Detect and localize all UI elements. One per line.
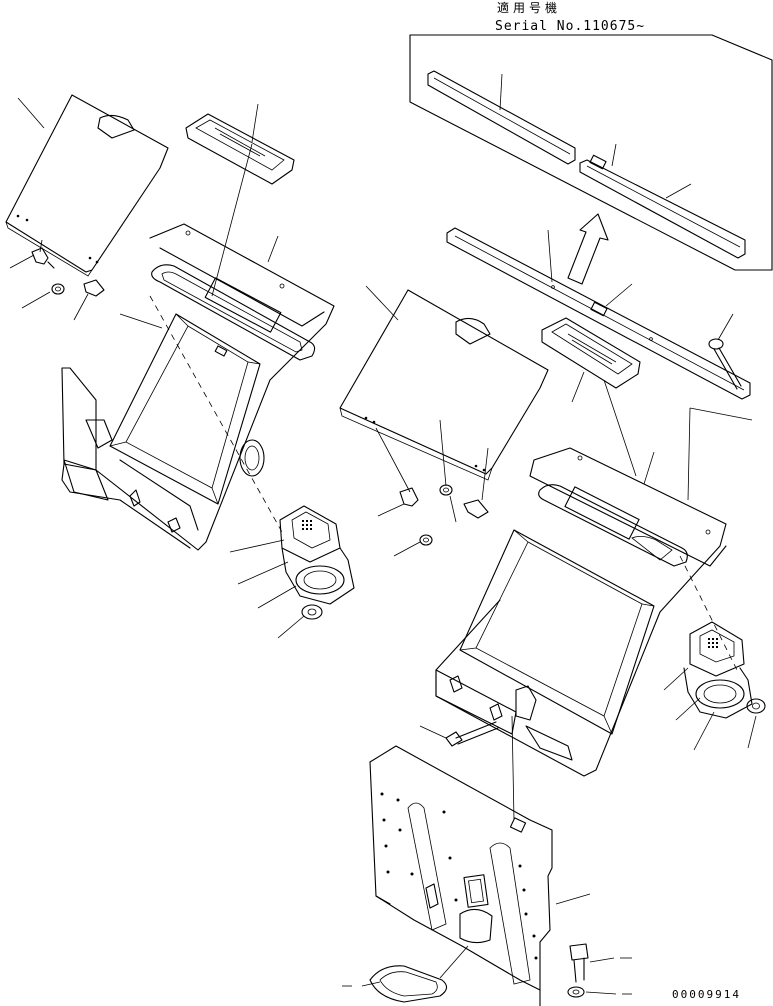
inset-rail-left bbox=[427, 70, 576, 165]
left-lid-cover bbox=[5, 94, 169, 277]
upper-trim-bar bbox=[446, 227, 751, 400]
serial-inset-box bbox=[409, 34, 773, 271]
left-blower-unit bbox=[229, 505, 355, 639]
bottom-bolt bbox=[569, 943, 632, 983]
bolt-lower-left bbox=[419, 715, 515, 821]
right-console-body bbox=[435, 407, 753, 777]
left-console-body bbox=[61, 223, 335, 551]
applicability-label: 適用号機 bbox=[497, 0, 561, 15]
serial-number-label: Serial No.110675~ bbox=[495, 19, 645, 34]
rear-panel bbox=[369, 745, 591, 1006]
right-lid-cover bbox=[339, 285, 549, 481]
bolt-upper-right bbox=[708, 313, 742, 390]
inset-rail-right bbox=[579, 154, 746, 259]
left-hinge-clips bbox=[9, 239, 105, 321]
right-blower-unit bbox=[663, 621, 766, 751]
bottom-grommet bbox=[342, 945, 469, 1003]
upgrade-arrow bbox=[567, 213, 609, 285]
right-vent-grille bbox=[541, 317, 641, 403]
left-vent-grille bbox=[185, 103, 295, 185]
bottom-washer bbox=[567, 986, 632, 998]
drawing-code: 00009914 bbox=[672, 988, 741, 1001]
right-hinge-clips bbox=[375, 419, 489, 557]
